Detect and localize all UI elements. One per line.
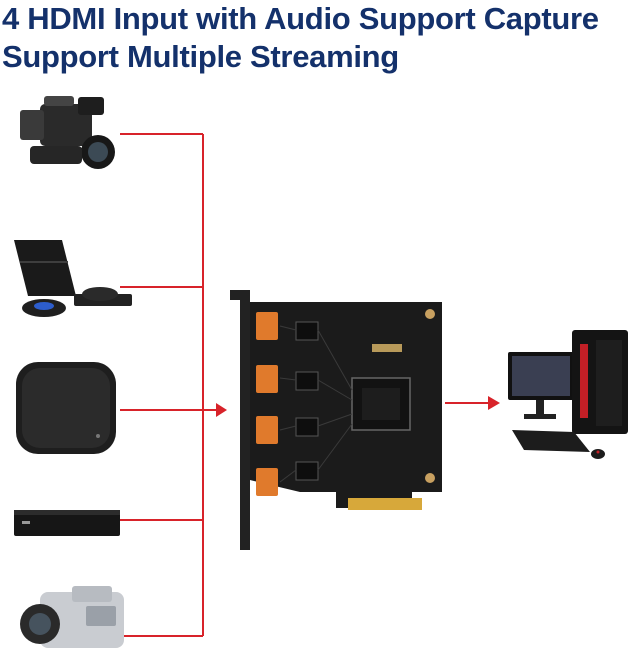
camcorder-icon bbox=[20, 96, 115, 169]
dvr-recorder-icon bbox=[14, 510, 120, 536]
title-line-1: 4 HDMI Input with Audio Support Capture bbox=[2, 1, 599, 36]
arrow-to-pc bbox=[488, 396, 500, 410]
handheld-camcorder-icon bbox=[20, 586, 124, 648]
desktop-pc-icon bbox=[508, 330, 628, 459]
tv-box-icon bbox=[16, 362, 116, 454]
page-title: 4 HDMI Input with Audio Support Capture … bbox=[2, 0, 638, 76]
arrow-to-card bbox=[216, 403, 227, 417]
connector-lines bbox=[120, 133, 490, 637]
title-line-2: Support Multiple Streaming bbox=[2, 39, 399, 74]
game-console-icon bbox=[14, 240, 132, 317]
hdmi-capture-card-icon bbox=[230, 290, 442, 550]
